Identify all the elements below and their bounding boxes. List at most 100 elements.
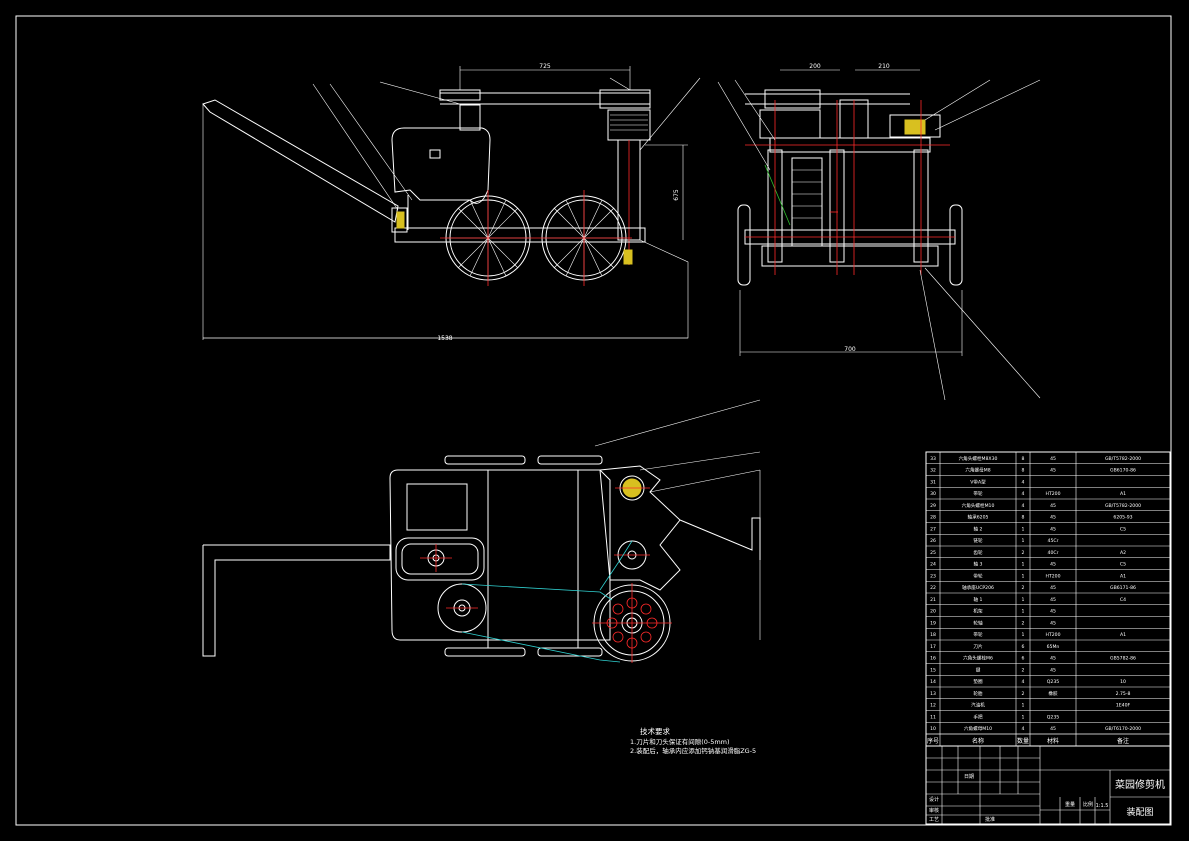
bom-cell-name: 手把 <box>973 713 983 720</box>
bom-cell-material: 45 <box>1050 667 1056 673</box>
bom-cell-material: 45 <box>1050 585 1056 591</box>
bom-cell-material: 45 <box>1050 526 1056 532</box>
front-view <box>717 69 1041 401</box>
bom-cell-name: 六角螺母M8 <box>965 467 990 474</box>
tb-check: 审核 <box>929 807 939 814</box>
bom-cell-no: 11 <box>930 714 936 720</box>
bom-cell-remark: A2 <box>1120 550 1126 556</box>
bom-cell-name: 齿轮 <box>973 549 983 556</box>
bom-cell-qty: 1 <box>1022 703 1025 709</box>
bom-cell-remark: 10 <box>1120 679 1126 685</box>
bom-cell-name: 汽油机 <box>971 702 985 709</box>
bom-cell-name: 垫圈 <box>973 678 983 685</box>
dim-front-b: 210 <box>878 63 890 70</box>
tb-weight: 重量 <box>1065 801 1075 808</box>
bom-cell-name: 六角螺母M10 <box>964 725 992 732</box>
bom-cell-remark: GB6170-86 <box>1110 468 1136 474</box>
bom-cell-remark: GB/T5782-2000 <box>1105 503 1141 509</box>
bom-cell-material: 45 <box>1050 515 1056 521</box>
bom-cell-remark: A1 <box>1120 632 1126 638</box>
dim-side-top: 725 <box>539 63 551 70</box>
bom-cell-material: 45Cr <box>1048 538 1059 544</box>
notes-line-1: 1.刀片和刀头保证有间隙(0-5mm) <box>630 737 730 746</box>
bom-cell-no: 33 <box>930 456 936 462</box>
bom-cell-remark: C5 <box>1120 562 1126 568</box>
bom-cell-material: HT200 <box>1045 632 1060 638</box>
bom-cell-qty: 8 <box>1022 468 1025 474</box>
bom-cell-no: 21 <box>930 597 936 603</box>
side-wheel-right <box>536 190 632 286</box>
bom-cell-name: 带轮 <box>973 631 983 638</box>
bom-cell-no: 10 <box>930 726 936 732</box>
bom-cell-material: 45 <box>1050 562 1056 568</box>
bom-cell-material: HT200 <box>1045 573 1060 579</box>
bom-cell-qty: 1 <box>1022 632 1025 638</box>
bom-cell-qty: 2 <box>1022 585 1025 591</box>
bom-cell-remark: C4 <box>1120 597 1126 603</box>
bom-cell-material: 45 <box>1050 468 1056 474</box>
bom-cell-no: 29 <box>930 503 936 509</box>
bom-cell-material: 45 <box>1050 620 1056 626</box>
drawing-scale: 1:1.5 <box>1096 803 1109 809</box>
bom-header-qty: 数量 <box>1017 737 1029 745</box>
bom-cell-name: 带轮 <box>973 490 983 497</box>
bom-cell-remark: 1E40F <box>1116 703 1131 709</box>
bom-cell-name: 轮轴 <box>973 619 983 626</box>
bom-cell-remark: GB/T6170-2000 <box>1105 726 1141 732</box>
bom-header-remark: 备注 <box>1117 737 1129 745</box>
bom-cell-no: 18 <box>930 632 936 638</box>
bom-cell-name: 轴 1 <box>974 596 983 603</box>
bom-cell-qty: 2 <box>1022 691 1025 697</box>
bom-cell-material: 40Cr <box>1048 550 1059 556</box>
bom-cell-no: 14 <box>930 679 936 685</box>
bom-cell-qty: 4 <box>1022 726 1025 732</box>
bom-cell-qty: 8 <box>1022 456 1025 462</box>
side-view <box>202 66 701 340</box>
bom-cell-qty: 4 <box>1022 479 1025 485</box>
dim-front-a: 200 <box>809 63 821 70</box>
bom-cell-name: 轴 3 <box>974 561 983 568</box>
bom-cell-no: 17 <box>930 644 936 650</box>
bom-cell-remark: 6205-93 <box>1113 515 1132 521</box>
title-block <box>925 745 1171 825</box>
bom-cell-material: 45 <box>1050 726 1056 732</box>
bom-cell-no: 13 <box>930 691 936 697</box>
bom-cell-no: 31 <box>930 479 936 485</box>
bom-cell-material: Q235 <box>1047 679 1059 685</box>
bom-cell-qty: 1 <box>1022 562 1025 568</box>
tb-ratio: 比例 <box>1083 801 1093 808</box>
bom-cell-material: Q235 <box>1047 714 1059 720</box>
bom-cell-no: 19 <box>930 620 936 626</box>
bom-cell-qty: 8 <box>1022 515 1025 521</box>
bom-cell-no: 23 <box>930 573 936 579</box>
bom-cell-remark: C5 <box>1120 526 1126 532</box>
bom-header-no: 序号 <box>927 737 939 745</box>
bom-cell-material: 45 <box>1050 656 1056 662</box>
notes-line-2: 2.装配后，轴承内应添加钙钠基润滑脂ZG-5 <box>630 746 756 755</box>
bom-cell-remark: GB5782-86 <box>1110 656 1136 662</box>
bom-cell-name: 轴 2 <box>974 525 983 532</box>
bom-cell-qty: 4 <box>1022 503 1025 509</box>
drawing-subtitle: 装配图 <box>1126 806 1153 818</box>
notes-heading: 技术要求 <box>640 726 670 736</box>
bom-cell-name: 键 <box>976 666 981 673</box>
